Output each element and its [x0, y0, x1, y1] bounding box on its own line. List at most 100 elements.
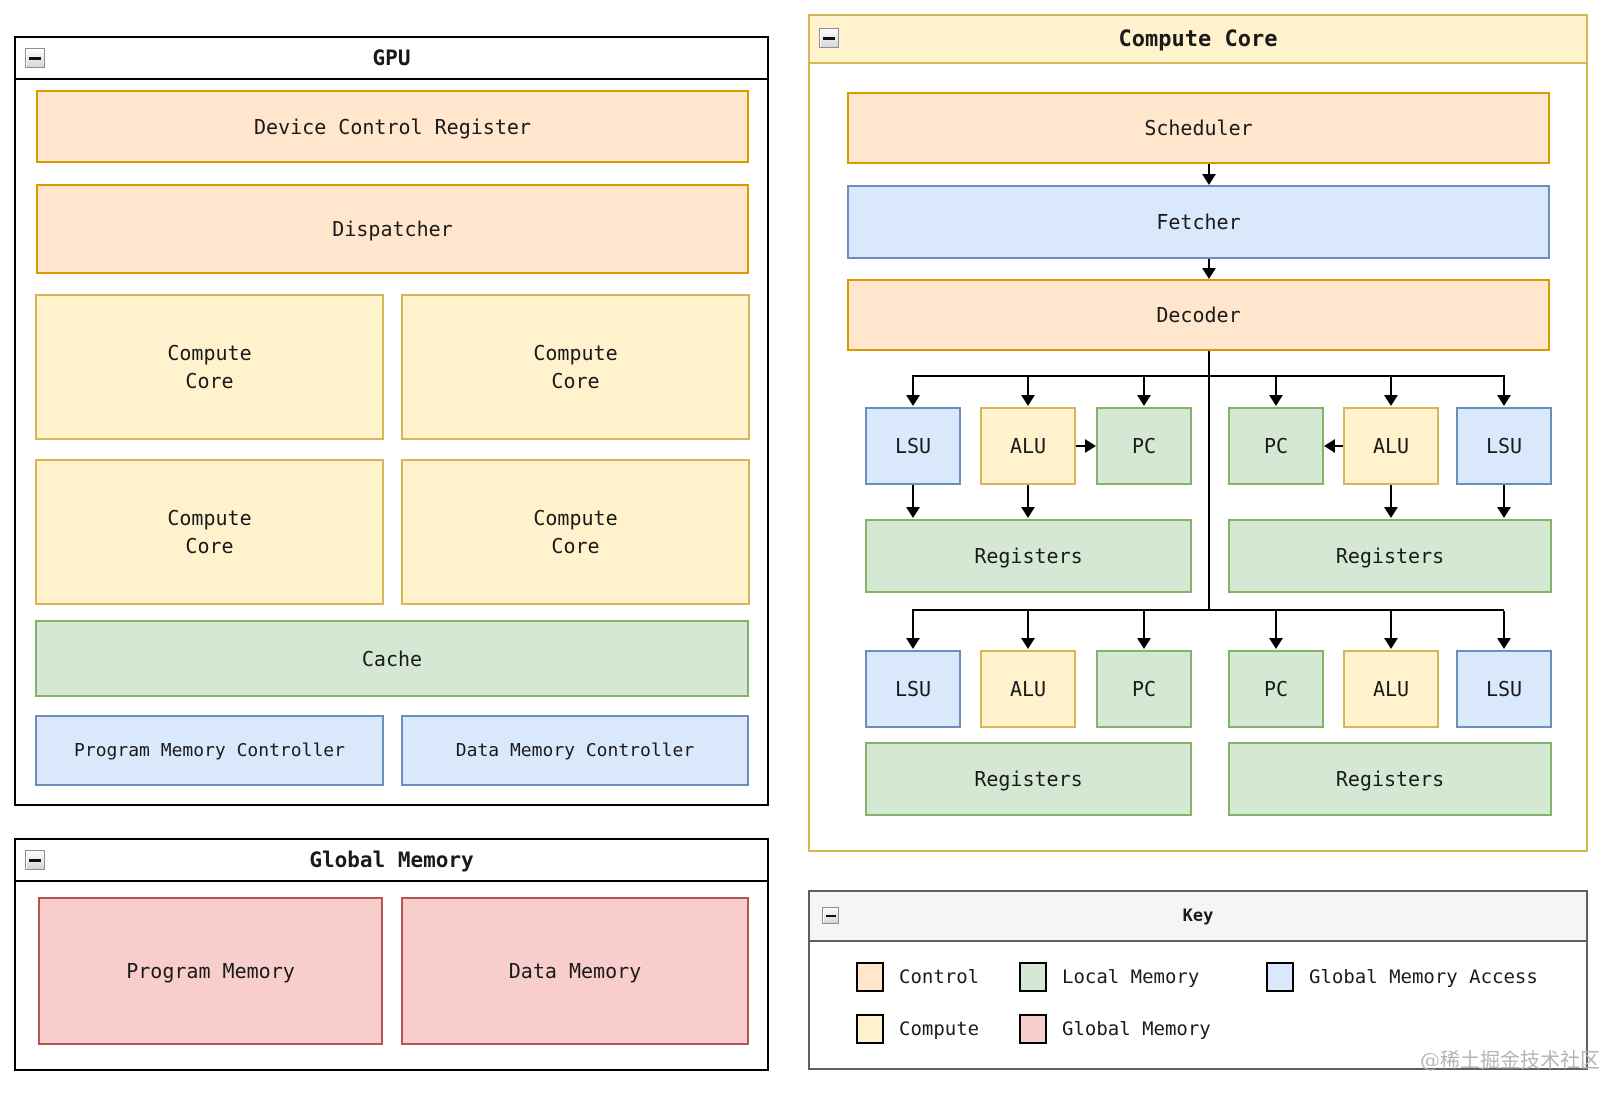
global-memory-title: Global Memory [309, 848, 474, 872]
lsu-box-g1: LSU [865, 407, 961, 485]
arrowhead-down-icon [1384, 638, 1398, 649]
arrowhead-down-icon [1202, 268, 1216, 279]
branch2-stub [912, 611, 914, 638]
branch1-stub [1027, 375, 1029, 395]
key-window: Key Control Local Memory Global Memory A… [808, 890, 1588, 1070]
arrowhead-down-icon [1497, 638, 1511, 649]
branch2-stub [1143, 611, 1145, 638]
arrow-fetcher-to-decoder [1208, 259, 1210, 269]
arrowhead-down-icon [1269, 638, 1283, 649]
arrowhead-down-icon [1021, 638, 1035, 649]
compute-core-title: Compute Core [1118, 26, 1278, 52]
arrowhead-down-icon [1384, 507, 1398, 518]
minus-glyph [29, 56, 41, 60]
arrow-alu-to-pc-g1 [1076, 445, 1086, 447]
legend-item-global-memory-access: Global Memory Access [1266, 962, 1538, 992]
arrowhead-down-icon [1384, 395, 1398, 406]
arrowhead-down-icon [1497, 395, 1511, 406]
compute-core-box-2: Compute Core [401, 294, 750, 440]
arrowhead-right-icon [1085, 439, 1096, 453]
arrowhead-down-icon [1021, 507, 1035, 518]
minimize-icon[interactable] [822, 907, 839, 924]
registers-box-g1: Registers [865, 519, 1192, 593]
arrow-alu-to-pc-g2 [1334, 445, 1343, 447]
legend-swatch-global-memory [1019, 1014, 1047, 1044]
compute-core-titlebar: Compute Core [810, 16, 1586, 64]
legend-item-local-memory: Local Memory [1019, 962, 1199, 992]
branch-line-2 [912, 609, 1504, 611]
cache-box: Cache [35, 620, 749, 697]
pc-box-g3: PC [1096, 650, 1192, 728]
key-titlebar: Key [810, 892, 1586, 942]
program-memory-controller-box: Program Memory Controller [35, 715, 384, 786]
legend-swatch-local-memory [1019, 962, 1047, 992]
lsu-box-g3: LSU [865, 650, 961, 728]
pc-box-g4: PC [1228, 650, 1324, 728]
alu-box-g3: ALU [980, 650, 1076, 728]
legend-item-global-memory: Global Memory [1019, 1014, 1211, 1044]
decoder-box: Decoder [847, 279, 1550, 351]
arrow-lsu-to-registers-g2 [1503, 485, 1505, 508]
global-memory-titlebar: Global Memory [16, 840, 767, 882]
legend-swatch-global-memory-access [1266, 962, 1294, 992]
arrowhead-down-icon [906, 507, 920, 518]
global-memory-window: Global Memory Program Memory Data Memory [14, 838, 769, 1071]
arrow-lsu-to-registers-g1 [912, 485, 914, 508]
arrowhead-left-icon [1324, 439, 1335, 453]
legend-label-local-memory: Local Memory [1062, 966, 1200, 988]
legend-label-global-memory-access: Global Memory Access [1309, 966, 1538, 988]
minimize-icon[interactable] [819, 28, 839, 48]
arrowhead-down-icon [1497, 507, 1511, 518]
legend-label-control: Control [899, 966, 980, 988]
pc-box-g1: PC [1096, 407, 1192, 485]
branch2-stub [1275, 611, 1277, 638]
branch1-stub [1503, 375, 1505, 395]
minus-glyph [823, 36, 835, 40]
fetcher-box: Fetcher [847, 185, 1550, 259]
legend-label-compute: Compute [899, 1018, 980, 1040]
arrow-scheduler-to-fetcher [1208, 164, 1210, 175]
legend-label-global-memory: Global Memory [1062, 1018, 1211, 1040]
compute-core-window: Compute Core Scheduler Fetcher Decoder L… [808, 14, 1588, 852]
branch2-stub [1503, 611, 1505, 638]
arrowhead-down-icon [1137, 395, 1151, 406]
registers-box-g4: Registers [1228, 742, 1552, 816]
minimize-icon[interactable] [25, 48, 45, 68]
arrowhead-down-icon [906, 638, 920, 649]
data-memory-box: Data Memory [401, 897, 749, 1045]
alu-box-g2: ALU [1343, 407, 1439, 485]
lsu-box-g4: LSU [1456, 650, 1552, 728]
minimize-icon[interactable] [25, 850, 45, 870]
dispatcher-box: Dispatcher [36, 184, 749, 274]
branch-line-1 [912, 375, 1504, 377]
arrowhead-down-icon [906, 395, 920, 406]
branch1-stub [912, 375, 914, 395]
compute-core-box-4: Compute Core [401, 459, 750, 605]
legend-swatch-compute [856, 1014, 884, 1044]
alu-box-g4: ALU [1343, 650, 1439, 728]
watermark: @稀土掘金技术社区 [1420, 1048, 1600, 1072]
branch1-stub [1275, 375, 1277, 395]
registers-box-g2: Registers [1228, 519, 1552, 593]
legend-item-compute: Compute [856, 1014, 979, 1044]
branch2-stub [1390, 611, 1392, 638]
gpu-title: GPU [372, 46, 411, 70]
legend-item-control: Control [856, 962, 979, 992]
arrow-alu-to-registers-g2 [1390, 485, 1392, 508]
compute-core-box-3: Compute Core [35, 459, 384, 605]
key-title: Key [1182, 906, 1214, 926]
minus-glyph [29, 858, 41, 862]
arrowhead-down-icon [1021, 395, 1035, 406]
data-memory-controller-box: Data Memory Controller [401, 715, 749, 786]
arrowhead-down-icon [1202, 174, 1216, 185]
pc-box-g2: PC [1228, 407, 1324, 485]
minus-glyph [825, 914, 836, 917]
program-memory-box: Program Memory [38, 897, 383, 1045]
branch1-stub [1390, 375, 1392, 395]
arrow-alu-to-registers-g1 [1027, 485, 1029, 508]
lsu-box-g2: LSU [1456, 407, 1552, 485]
gpu-window: GPU Device Control Register Dispatcher C… [14, 36, 769, 806]
device-control-register-box: Device Control Register [36, 90, 749, 163]
branch2-stub [1027, 611, 1029, 638]
